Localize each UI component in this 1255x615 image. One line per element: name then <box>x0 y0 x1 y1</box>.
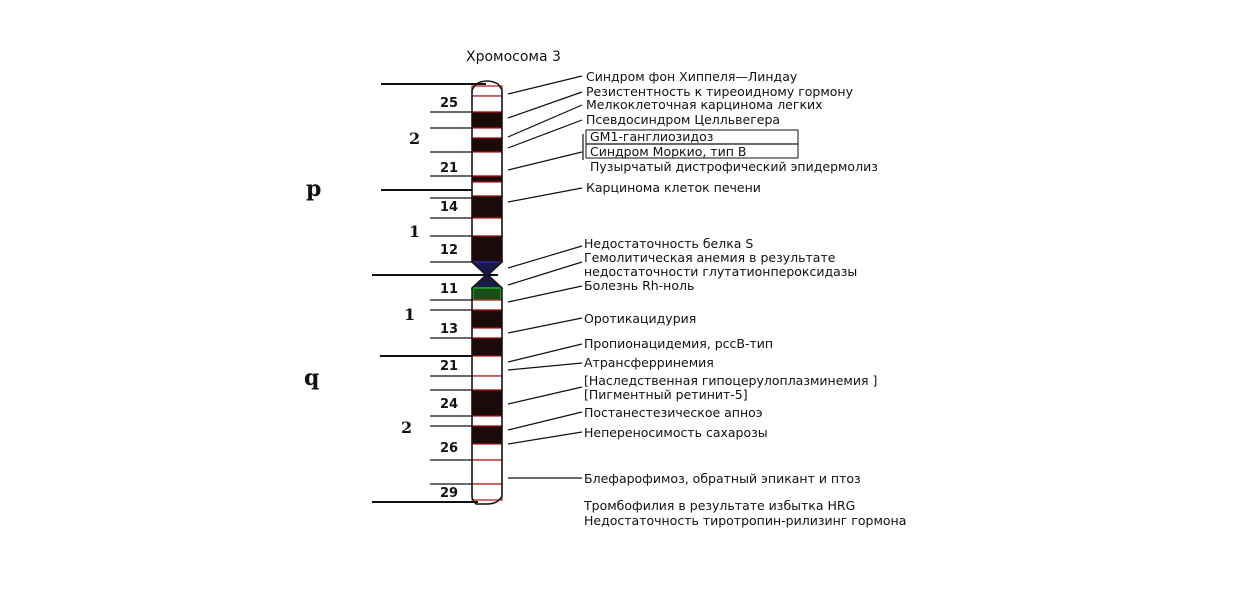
arm-label-q: q <box>304 365 319 391</box>
band-label-q29: 29 <box>440 486 458 501</box>
disease-label: GM1-ганглиозидоз <box>590 129 713 144</box>
disease-label: Гемолитическая анемия в результате <box>584 250 836 265</box>
disease-label: Пропионацидемия, pccB-тип <box>584 336 773 351</box>
disease-label: Недостаточность белка S <box>584 236 753 251</box>
band-label-q21: 21 <box>440 359 458 374</box>
band-label-p12: 12 <box>440 243 458 258</box>
region-label-q2: 2 <box>401 418 412 437</box>
disease-labels: Синдром фон Хиппеля—Линдау Резистентност… <box>583 69 906 528</box>
region-label-p2: 2 <box>409 129 420 148</box>
band-label-q11: 11 <box>440 282 458 297</box>
disease-label: Синдром фон Хиппеля—Линдау <box>586 69 798 84</box>
chromosome-body <box>472 81 502 504</box>
disease-label: Атрансферринемия <box>584 355 714 370</box>
band-label-q26: 26 <box>440 441 458 456</box>
disease-label: Постанестезическое апноэ <box>584 405 763 420</box>
disease-label: Карцинома клеток печени <box>586 180 761 195</box>
disease-label: Непереносимость сахарозы <box>584 425 768 440</box>
disease-label: Псевдосиндром Целльвегера <box>586 112 780 127</box>
band-label-p21: 21 <box>440 161 458 176</box>
band-label-p25: 25 <box>440 96 458 111</box>
region-label-q1: 1 <box>404 305 415 324</box>
band-label-q24: 24 <box>440 397 458 412</box>
disease-label: Мелкоклеточная карцинома легких <box>586 97 823 112</box>
arm-label-p: p <box>306 176 321 202</box>
disease-label: Оротикацидурия <box>584 311 696 326</box>
diagram-title: Хромосома 3 <box>466 49 561 65</box>
disease-label: Блефарофимоз, обратный эпикант и птоз <box>584 471 861 486</box>
region-label-p1: 1 <box>409 222 420 241</box>
disease-label: Тромбофилия в результате избытка HRG <box>583 498 855 513</box>
band-label-p14: 14 <box>440 200 458 215</box>
disease-label: Пузырчатый дистрофический эпидермолиз <box>590 159 878 174</box>
disease-label: недостаточности глутатионпероксидазы <box>584 264 857 279</box>
band-label-q13: 13 <box>440 322 458 337</box>
pointer-lines <box>508 76 583 478</box>
disease-label: Недостаточность тиротропин-рилизинг горм… <box>584 513 906 528</box>
disease-label: Болезнь Rh-ноль <box>584 278 694 293</box>
disease-label: [Наследственная гипоцерулоплазминемия ] <box>584 373 877 388</box>
disease-label: [Пигментный ретинит-5] <box>584 387 748 402</box>
disease-label: Синдром Моркио, тип В <box>590 144 746 159</box>
